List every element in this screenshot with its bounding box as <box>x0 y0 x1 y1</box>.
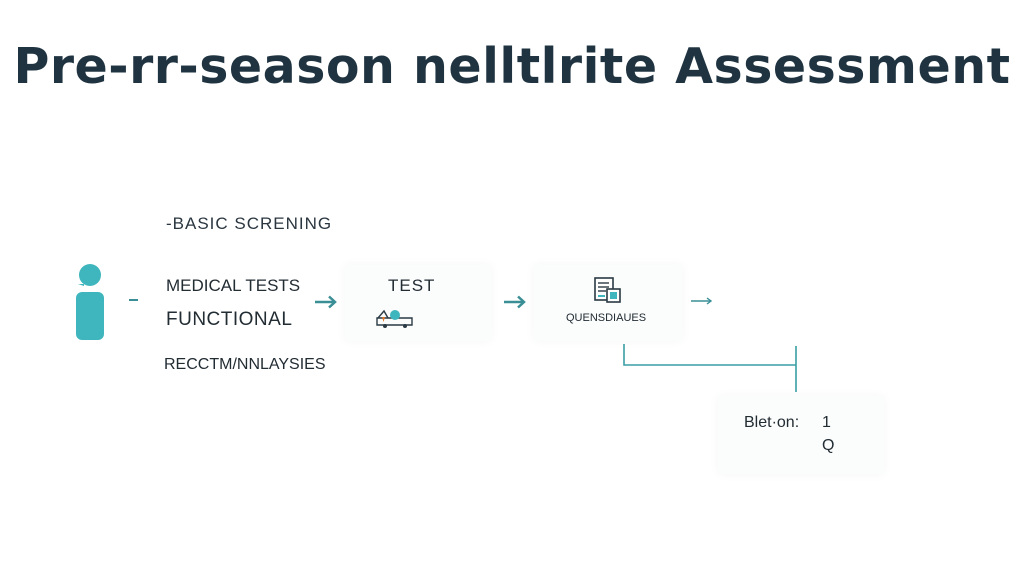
ambulance-icon <box>376 309 413 328</box>
connector-dash <box>129 299 138 301</box>
section-label: -BASIC SCRENING <box>166 214 333 233</box>
result-sub: Q <box>822 437 835 454</box>
recctm-label: RECCTM/NNLAYSIES <box>164 356 326 373</box>
person-icon <box>76 264 104 340</box>
test-box <box>345 265 491 341</box>
connector-line <box>623 344 797 392</box>
diagram-title: Pre-rr-season nelltlrite Assessment <box>13 38 1011 95</box>
arrow-right-icon <box>315 295 337 309</box>
document-chart-icon <box>594 277 621 303</box>
arrow-right-icon <box>504 295 526 309</box>
result-box <box>718 396 884 474</box>
test-label: TEST <box>388 276 436 295</box>
result-value: 1 <box>822 414 831 431</box>
functional-label: FUNCTIONAL <box>166 309 293 330</box>
questionnaire-label: QUENSDIAUES <box>566 312 647 324</box>
result-label: Blet·on: <box>744 414 800 431</box>
arrow-right-icon <box>691 297 713 305</box>
medical-tests-label: MEDICAL TESTS <box>166 276 301 295</box>
